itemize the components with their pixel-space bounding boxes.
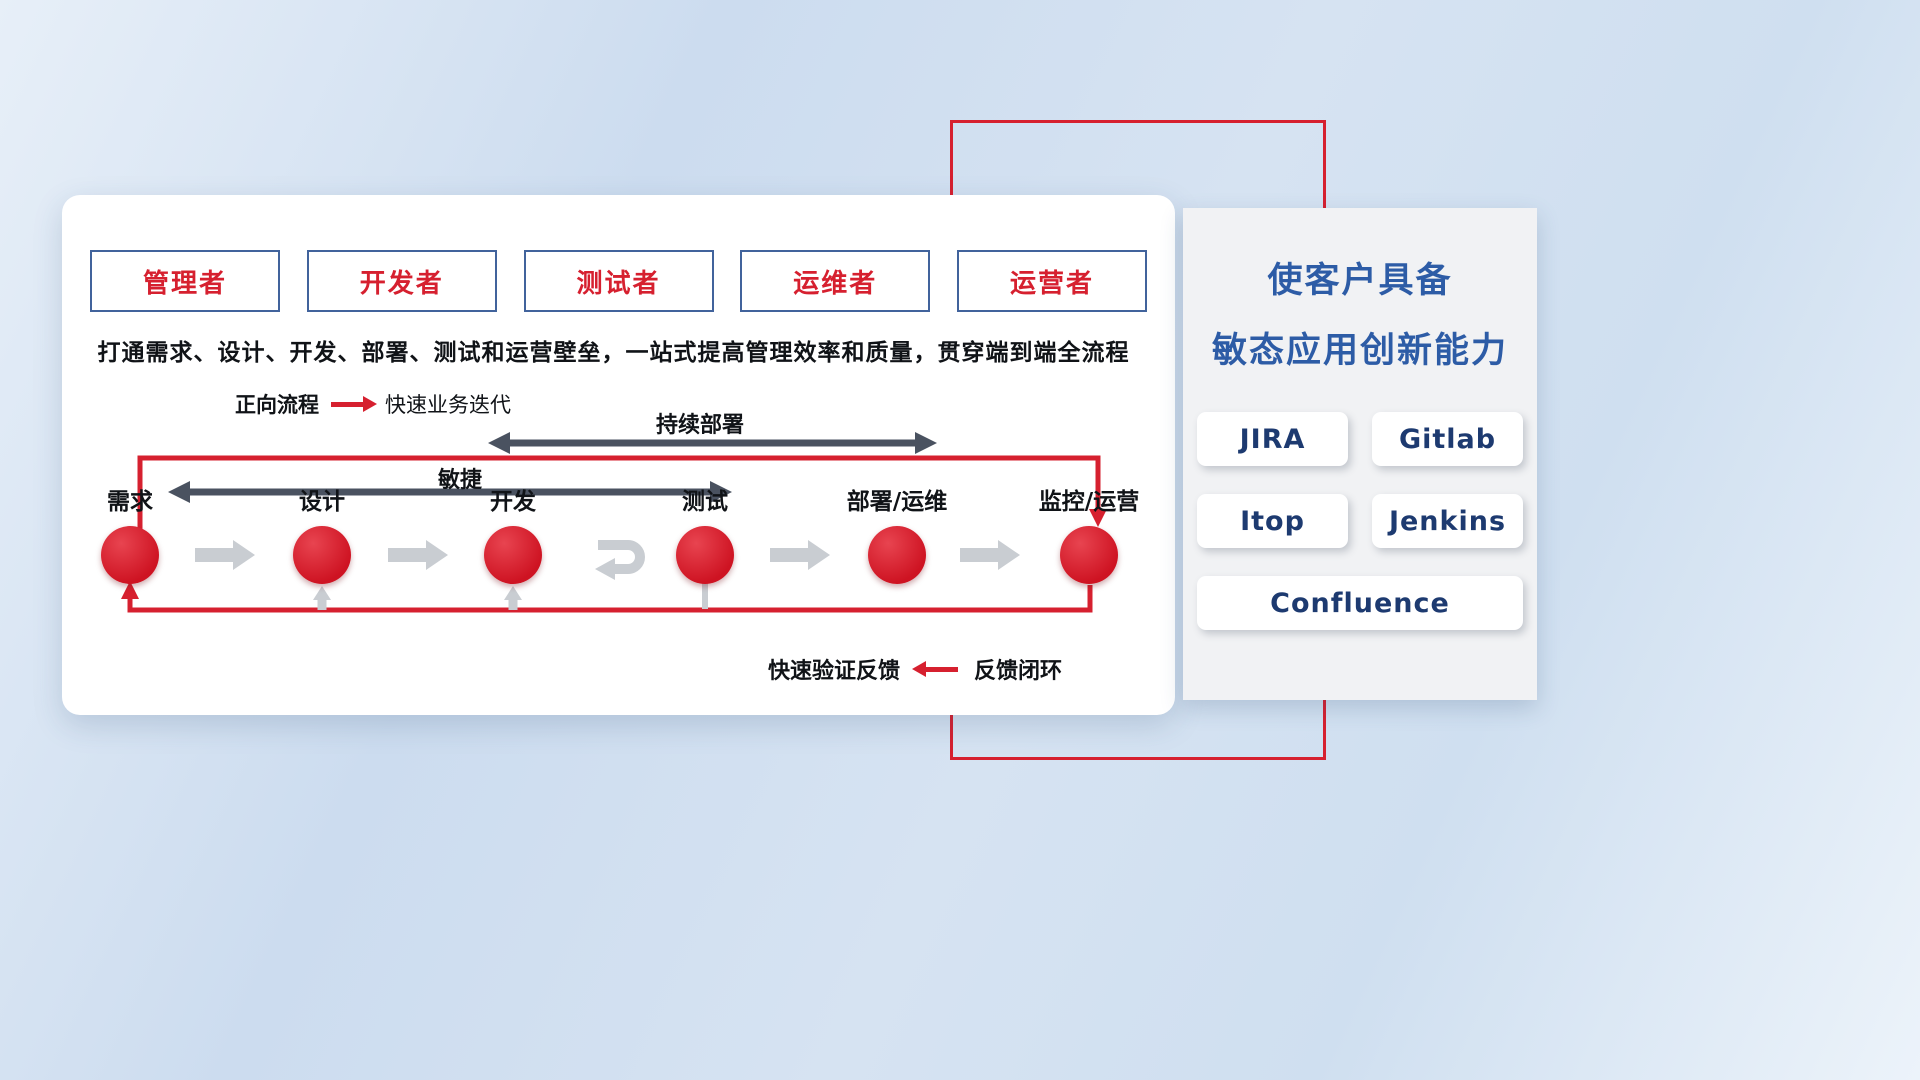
stage-node-circle <box>1060 526 1118 584</box>
agile-left-head <box>168 481 190 503</box>
tool-gitlab: Gitlab <box>1372 412 1523 466</box>
stage-node-circle <box>293 526 351 584</box>
roles-row: 管理者 开发者 测试者 运维者 运营者 <box>90 250 1147 312</box>
stage-label: 测试 <box>682 489 728 515</box>
tool-jira: JIRA <box>1197 412 1348 466</box>
role-label: 运维者 <box>793 268 878 299</box>
role-box-ops: 运维者 <box>740 250 931 312</box>
legend-forward-flow: 正向流程 快速业务迭代 <box>235 389 511 419</box>
iteration-uturn-icon <box>598 540 645 574</box>
feedback-up-head-development <box>504 586 522 600</box>
stage-label: 部署/运维 <box>846 489 948 515</box>
role-label: 测试者 <box>576 268 661 299</box>
stage-label: 设计 <box>299 489 345 515</box>
forward-arrow-icon <box>331 396 377 412</box>
stage-deploy-ops: 部署/运维 <box>817 488 977 584</box>
stage-label: 监控/运营 <box>1038 489 1140 515</box>
red-loop-top-line <box>137 455 1101 529</box>
stage-label: 需求 <box>107 489 153 515</box>
role-label: 运营者 <box>1009 268 1094 299</box>
role-box-manager: 管理者 <box>90 250 280 312</box>
stage-node-circle <box>484 526 542 584</box>
red-loop-down-arrowhead <box>1089 509 1107 527</box>
forward-flow-label: 正向流程 <box>235 393 319 417</box>
stage-arrow-1 <box>195 540 255 570</box>
stage-requirements: 需求 <box>50 488 210 584</box>
devops-flow-card: 管理者 开发者 测试者 运维者 运营者 打通需求、设计、开发、部署、测试和运营壁… <box>62 195 1175 715</box>
panel-title-line1: 使客户具备 <box>1267 261 1453 301</box>
legend-feedback-loop: 快速验证反馈 反馈闭环 <box>768 653 1062 685</box>
feedback-up-head-design <box>313 586 331 600</box>
stage-design: 设计 <box>242 488 402 584</box>
red-loop-bottom-line <box>127 585 1093 613</box>
capability-panel: 使客户具备 敏态应用创新能力 JIRA Gitlab Itop Jenkins … <box>1183 208 1537 700</box>
feedback-label: 快速验证反馈 <box>768 659 901 684</box>
stage-testing: 测试 <box>625 488 785 584</box>
stage-node-circle <box>868 526 926 584</box>
stage-monitor-operations: 监控/运营 <box>1009 488 1169 584</box>
agile-right-head <box>710 481 732 503</box>
tool-confluence: Confluence <box>1197 576 1523 630</box>
agile-label: 敏捷 <box>437 468 482 493</box>
stage-arrow-3 <box>770 540 830 570</box>
stage-arrow-2 <box>388 540 448 570</box>
tool-itop: Itop <box>1197 494 1348 548</box>
stage-label: 开发 <box>490 489 536 515</box>
continuous-deploy-left-head <box>488 432 510 454</box>
role-box-tester: 测试者 <box>523 250 714 312</box>
forward-flow-value: 快速业务迭代 <box>385 393 511 417</box>
feedback-value: 反馈闭环 <box>974 659 1063 684</box>
stage-node-circle <box>676 526 734 584</box>
continuous-deploy-label: 持续部署 <box>655 413 744 438</box>
flow-description: 打通需求、设计、开发、部署、测试和运营壁垒，一站式提高管理效率和质量，贯穿端到端… <box>97 340 1130 366</box>
panel-title: 使客户具备 敏态应用创新能力 <box>1183 246 1537 386</box>
panel-title-line2: 敏态应用创新能力 <box>1211 331 1508 371</box>
tool-jenkins: Jenkins <box>1372 494 1523 548</box>
stage-node-circle <box>101 526 159 584</box>
stage-development: 开发 <box>433 488 593 584</box>
tools-grid: JIRA Gitlab Itop Jenkins Confluence <box>1183 412 1537 630</box>
continuous-deploy-right-head <box>915 432 937 454</box>
iteration-uturn-arrowhead <box>595 558 615 580</box>
stage-arrow-4 <box>960 540 1020 570</box>
red-loop-up-arrowhead <box>121 581 139 599</box>
role-label: 管理者 <box>142 268 227 299</box>
flow-arrows-graphic <box>121 432 1107 613</box>
feedback-arrow-icon <box>912 661 959 677</box>
role-box-operator: 运营者 <box>957 250 1147 312</box>
role-label: 开发者 <box>359 268 444 299</box>
role-box-developer: 开发者 <box>306 250 497 312</box>
